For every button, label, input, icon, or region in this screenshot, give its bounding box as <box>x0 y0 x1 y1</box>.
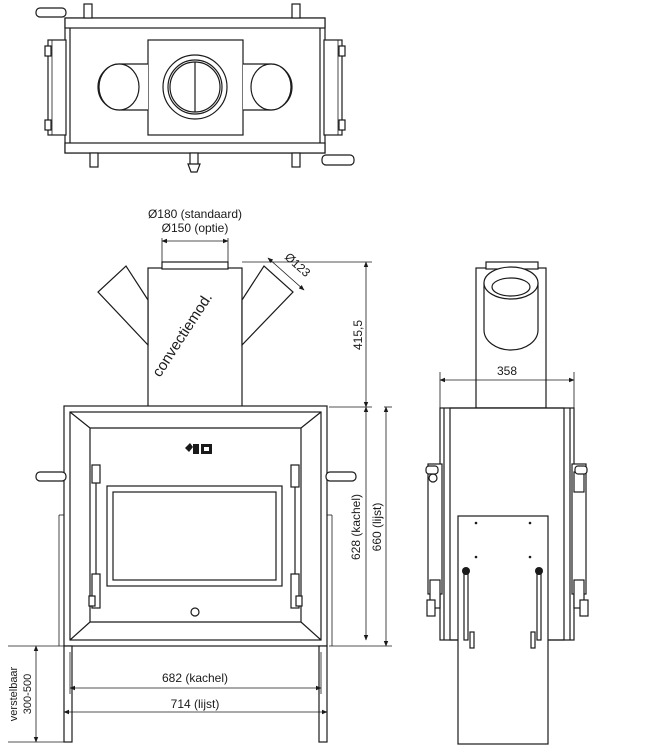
front-view: convectiemod. <box>35 261 357 743</box>
flue-option-label: Ø150 (optie) <box>162 221 229 235</box>
top-view <box>35 3 355 173</box>
frame-width-label: 714 (lijst) <box>171 697 220 711</box>
dimension-lines: Ø180 (standaard) Ø150 (optie) Ø123 415,5… <box>8 207 575 743</box>
adjustable-range-label: 300-500 <box>22 674 34 714</box>
frame-height-label: 660 (lijst) <box>370 503 384 552</box>
side-view <box>425 261 589 745</box>
adjustable-label: verstelbaar <box>8 666 20 721</box>
brand-logo <box>185 443 212 454</box>
stove-width-label: 682 (kachel) <box>162 671 228 685</box>
top-height-label: 415,5 <box>351 320 365 350</box>
side-width-label: 358 <box>497 364 517 378</box>
flue-standard-label: Ø180 (standaard) <box>148 207 242 221</box>
convection-diameter-label: Ø123 <box>282 250 313 280</box>
stove-height-label: 628 (kachel) <box>349 494 363 560</box>
